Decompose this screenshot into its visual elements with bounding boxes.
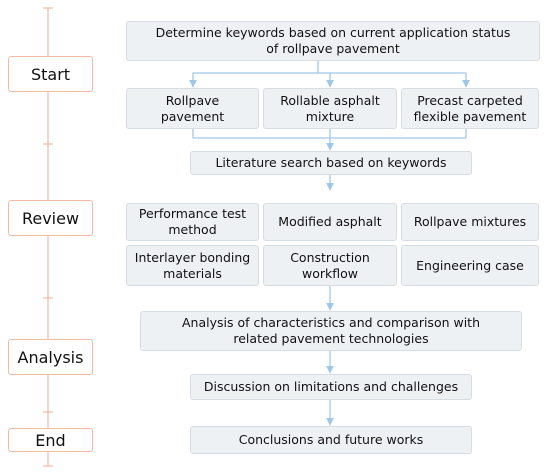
node-rollable-asphalt-mixture: Rollable asphalt mixture	[263, 88, 397, 129]
node-analysis-characteristics: Analysis of characteristics and comparis…	[140, 311, 522, 351]
node-interlayer-bonding-materials: Interlayer bonding materials	[126, 245, 259, 286]
node-precast-carpeted-flexible-pavement: Precast carpeted flexible pavement	[401, 88, 539, 129]
node-performance-test-method: Performance test method	[126, 203, 259, 241]
stage-review: Review	[8, 200, 93, 236]
node-rollpave-pavement: Rollpave pavement	[126, 88, 259, 129]
stage-analysis: Analysis	[8, 339, 93, 375]
stage-end: End	[8, 428, 93, 452]
node-limitations-challenges: Discussion on limitations and challenges	[190, 374, 472, 400]
node-literature-search: Literature search based on keywords	[190, 151, 472, 175]
stage-start: Start	[8, 56, 93, 92]
node-conclusions-future-works: Conclusions and future works	[190, 426, 472, 454]
node-modified-asphalt: Modified asphalt	[263, 203, 397, 241]
node-rollpave-mixtures: Rollpave mixtures	[401, 203, 539, 241]
node-construction-workflow: Construction workflow	[263, 245, 397, 286]
node-engineering-case: Engineering case	[401, 245, 539, 286]
node-keywords: Determine keywords based on current appl…	[126, 21, 540, 61]
